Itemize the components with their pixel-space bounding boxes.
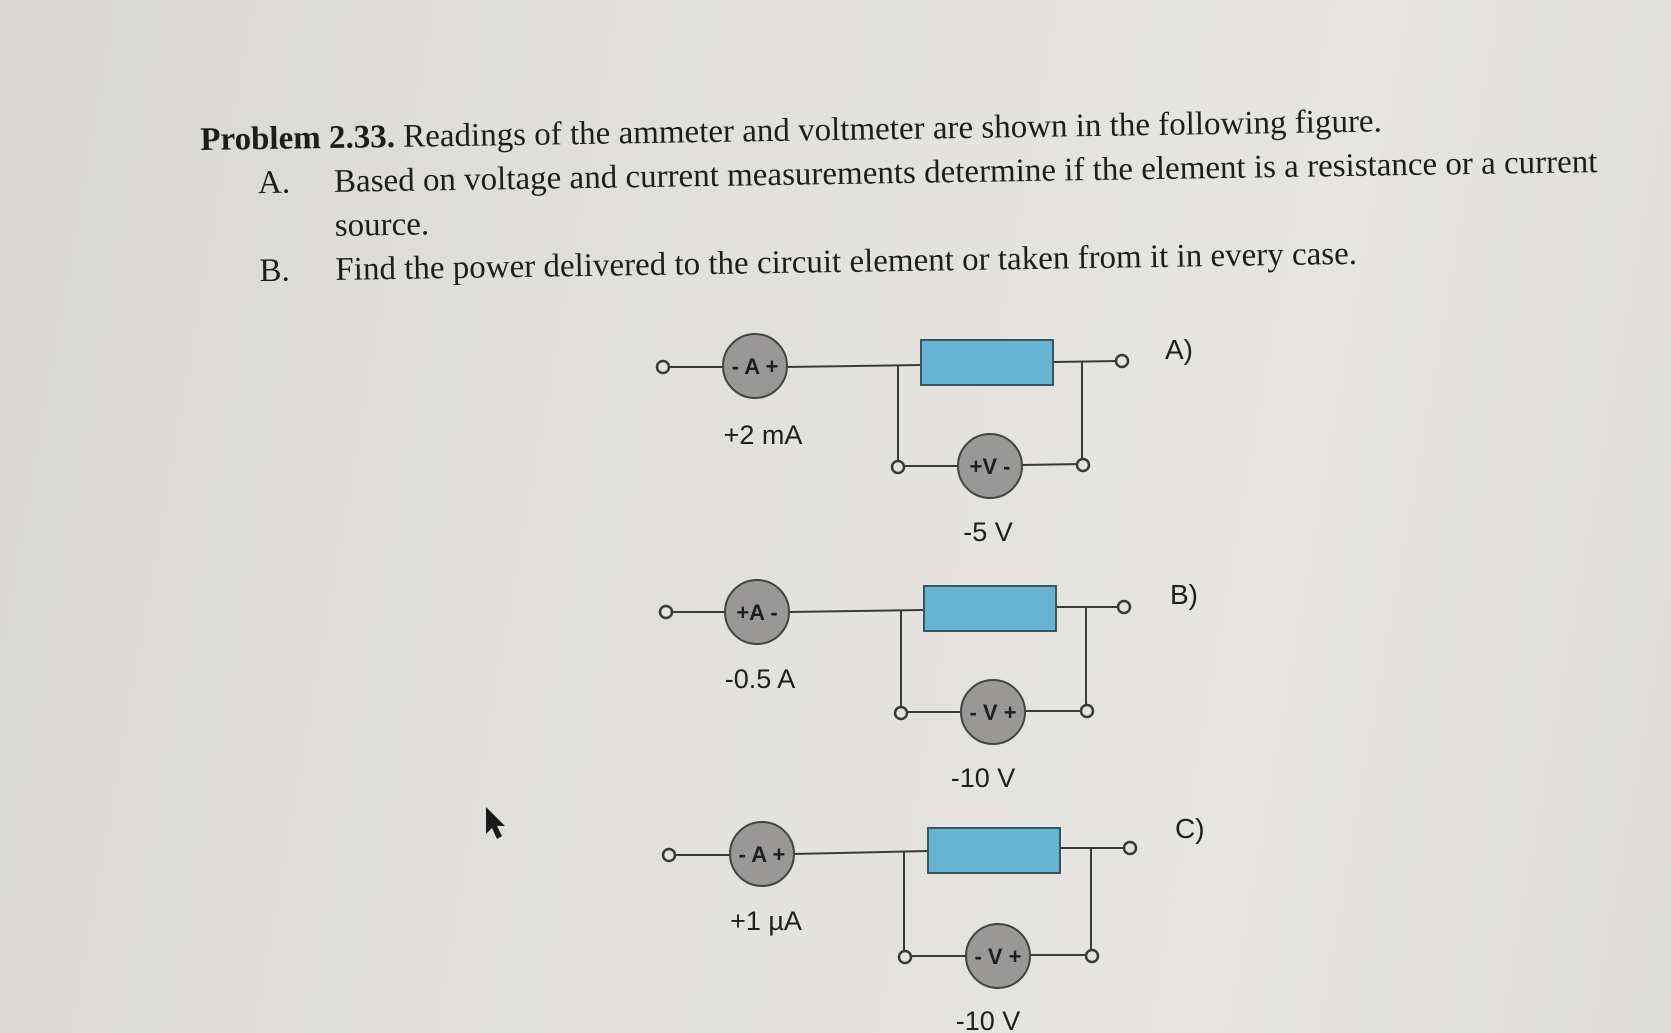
terminal (1122, 840, 1138, 856)
ammeter-symbol: - A + (739, 842, 786, 867)
wire (784, 364, 922, 368)
circuit-label: A) (1165, 334, 1193, 365)
voltage-reading: -5 V (963, 517, 1013, 547)
terminal (655, 359, 671, 375)
voltmeter-icon (960, 679, 1026, 745)
mouse-cursor-icon (486, 807, 505, 839)
ammeter-icon (724, 579, 790, 645)
wire (1052, 360, 1119, 363)
terminal (1114, 353, 1130, 369)
terminal (893, 705, 909, 721)
circuit-element (927, 827, 1061, 874)
terminal (658, 604, 674, 620)
wire (792, 850, 929, 855)
circuit-b: +A - -0.5 A - V + -10 V B) (658, 579, 1198, 793)
voltmeter-symbol: - V + (969, 700, 1016, 725)
ammeter-symbol: +A - (736, 600, 777, 625)
voltage-reading: -10 V (951, 763, 1016, 793)
current-reading: +2 mA (724, 420, 803, 450)
circuit-a: - A + +2 mA +V - -5 V A) (655, 333, 1193, 547)
circuit-element (923, 585, 1057, 632)
ammeter-icon (722, 333, 788, 399)
ammeter-symbol: - A + (732, 354, 779, 379)
circuit-label: B) (1170, 579, 1198, 610)
terminal (1116, 599, 1132, 615)
terminal (897, 949, 913, 965)
ammeter-icon (729, 821, 795, 887)
circuit-c: - A + +1 µA - V + -10 V C) (661, 813, 1205, 1033)
voltmeter-icon (957, 433, 1023, 499)
voltmeter-icon (965, 923, 1031, 989)
circuit-label: C) (1175, 813, 1205, 844)
terminal (1084, 948, 1100, 964)
wire (787, 609, 925, 613)
terminal (1079, 703, 1095, 719)
current-reading: -0.5 A (725, 664, 796, 694)
circuit-element (920, 339, 1054, 386)
voltmeter-symbol: - V + (974, 944, 1021, 969)
terminal (890, 459, 906, 475)
voltmeter-symbol: +V - (970, 454, 1011, 479)
current-reading: +1 µA (730, 906, 802, 936)
voltage-reading: -10 V (956, 1006, 1021, 1033)
terminal (661, 847, 677, 863)
terminal (1075, 457, 1091, 473)
